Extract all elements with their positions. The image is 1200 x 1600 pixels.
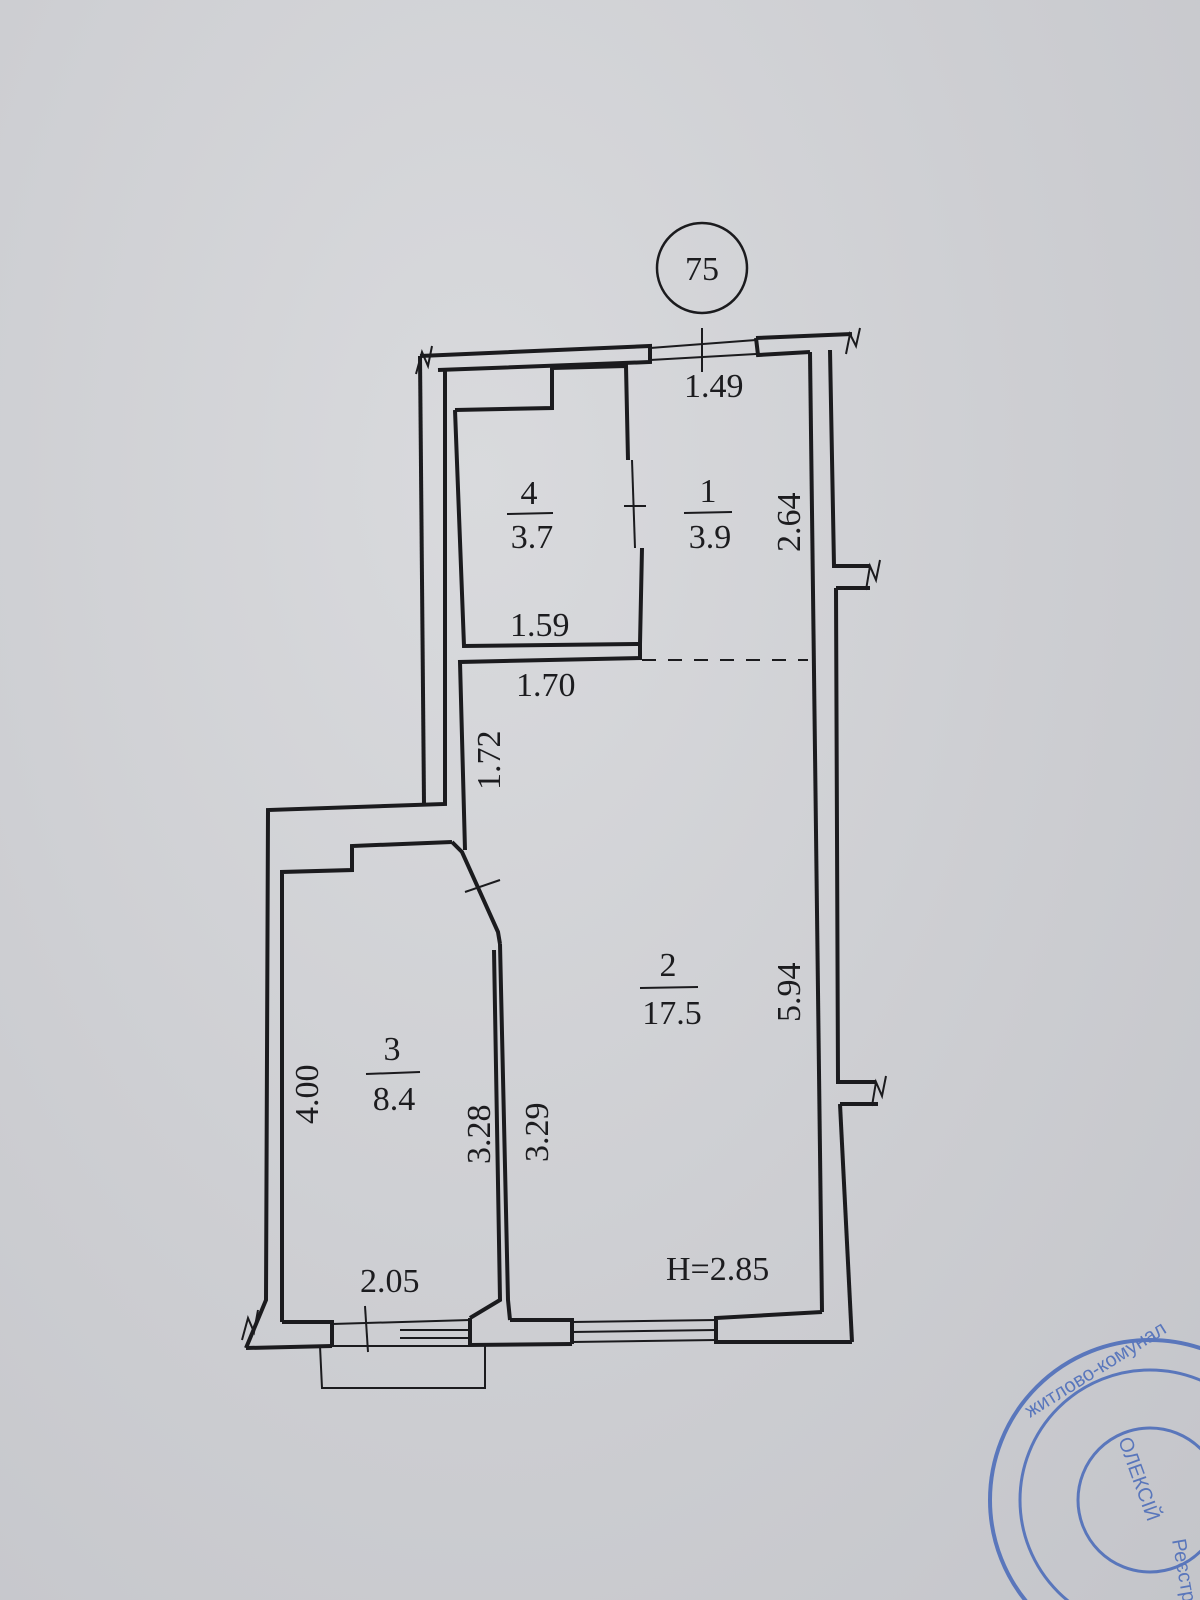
official-stamp: житлово-комунал Реєстр ОЛЕКСІЙ [988, 1318, 1200, 1600]
room-label-4: 4 3.7 [506, 475, 554, 556]
svg-text:4: 4 [521, 475, 538, 512]
apartment-number-marker: 75 [655, 221, 749, 315]
svg-text:2: 2 [660, 947, 677, 984]
dim-kitchen-left-height: 4.00 [289, 1065, 326, 1125]
svg-text:3.7: 3.7 [511, 519, 554, 556]
windows [319, 328, 757, 1389]
room-label-2: 2 17.5 [639, 947, 702, 1032]
dim-storage-width: 1.59 [510, 607, 570, 644]
dim-corridor-height: 1.72 [471, 731, 508, 791]
dim-top-width: 1.49 [684, 368, 744, 405]
dim-corridor-width: 1.70 [516, 667, 576, 704]
apartment-number: 75 [685, 251, 719, 288]
inner-partitions [450, 363, 808, 1321]
dim-living-left-height: 3.29 [519, 1103, 556, 1163]
dimension-labels: 1.49 2.64 1.59 1.70 1.72 5.94 4.00 3.28 … [289, 368, 808, 1300]
svg-text:1: 1 [700, 473, 717, 510]
dim-kitchen-width: 2.05 [360, 1263, 420, 1300]
ceiling-height: H=2.85 [666, 1251, 769, 1288]
stamp-text-3: ОЛЕКСІЙ [1113, 1434, 1166, 1525]
wall-break-marks [241, 327, 887, 1341]
room-label-3: 3 8.4 [365, 1031, 421, 1118]
dim-living-right-height: 5.94 [771, 963, 808, 1023]
svg-text:3.9: 3.9 [689, 519, 732, 556]
dim-kitchen-right-height: 3.28 [461, 1105, 498, 1165]
outer-walls [244, 332, 878, 1350]
stamp-text-2: Реєстр [1167, 1537, 1200, 1600]
dim-hall-right-height: 2.64 [771, 493, 808, 553]
svg-text:17.5: 17.5 [642, 995, 702, 1032]
room-label-1: 1 3.9 [683, 473, 733, 556]
svg-text:8.4: 8.4 [373, 1081, 416, 1118]
svg-text:3: 3 [384, 1031, 401, 1068]
